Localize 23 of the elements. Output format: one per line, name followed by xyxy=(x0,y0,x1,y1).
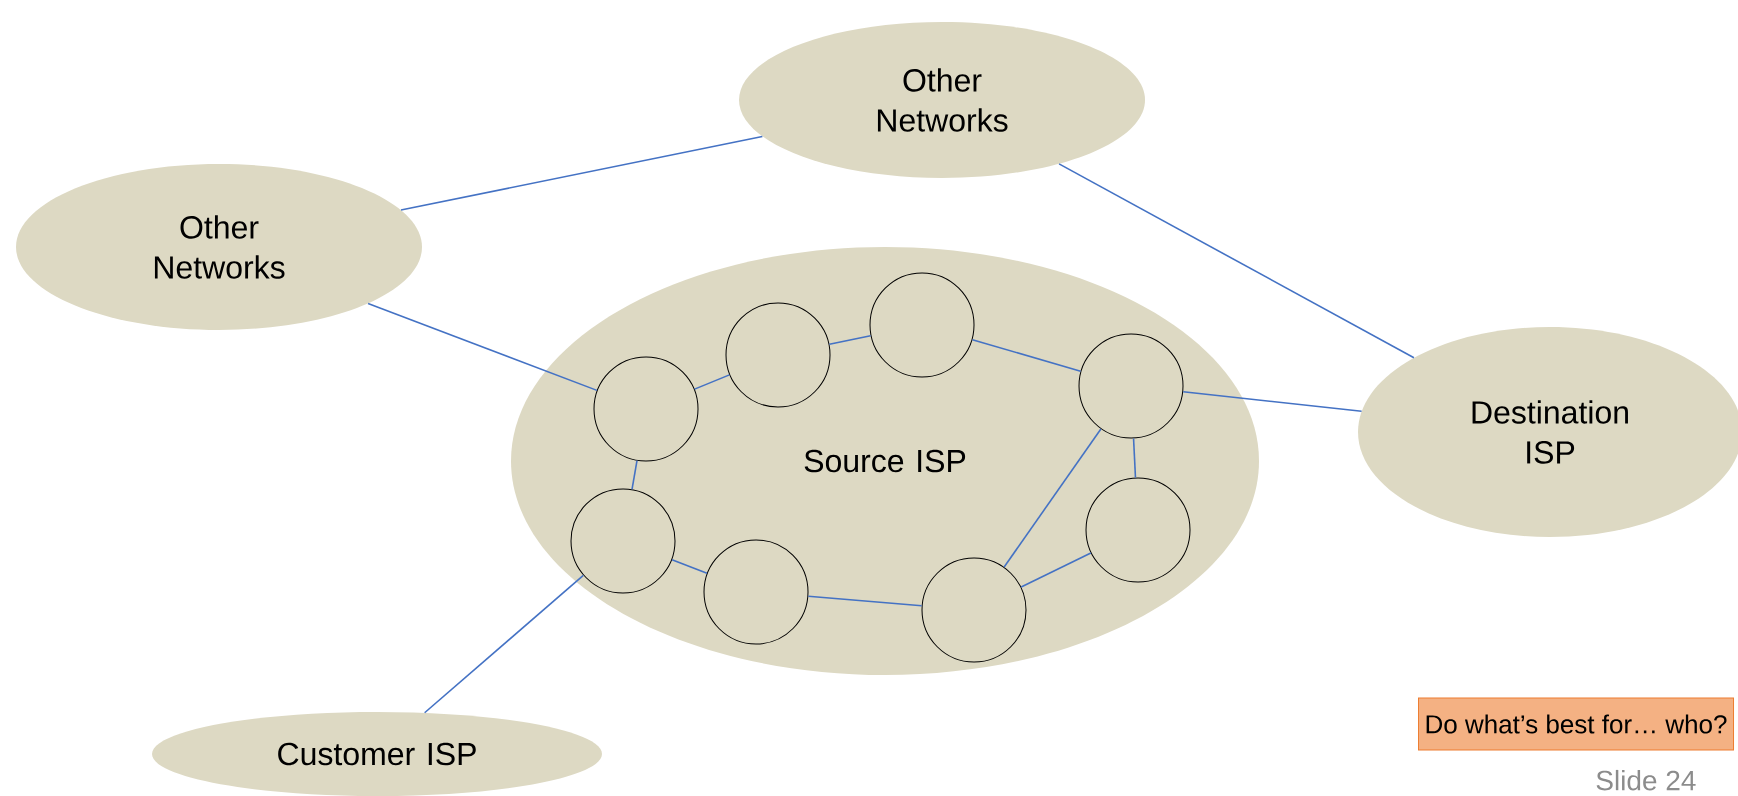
router-circle xyxy=(921,557,1027,663)
link-line xyxy=(971,338,1082,373)
router-circle xyxy=(1085,477,1191,583)
link-line xyxy=(400,135,764,211)
link-line xyxy=(631,459,638,491)
link-line xyxy=(828,334,872,346)
link-line xyxy=(1058,163,1415,359)
router-circle xyxy=(869,272,975,378)
router-circle xyxy=(1078,333,1184,439)
link-line xyxy=(671,559,708,574)
link-line xyxy=(423,574,585,714)
note-box: Do what’s best for… who? xyxy=(1418,697,1734,751)
link-line xyxy=(807,595,923,607)
router-circle xyxy=(703,539,809,645)
link-line xyxy=(1182,390,1363,413)
link-line xyxy=(367,302,598,392)
link-line xyxy=(693,374,731,390)
router-circle xyxy=(570,488,676,594)
link-line xyxy=(1132,437,1137,479)
link-line xyxy=(1020,552,1092,588)
router-circle xyxy=(725,302,831,408)
link-line xyxy=(1003,428,1102,568)
router-circle xyxy=(593,356,699,462)
